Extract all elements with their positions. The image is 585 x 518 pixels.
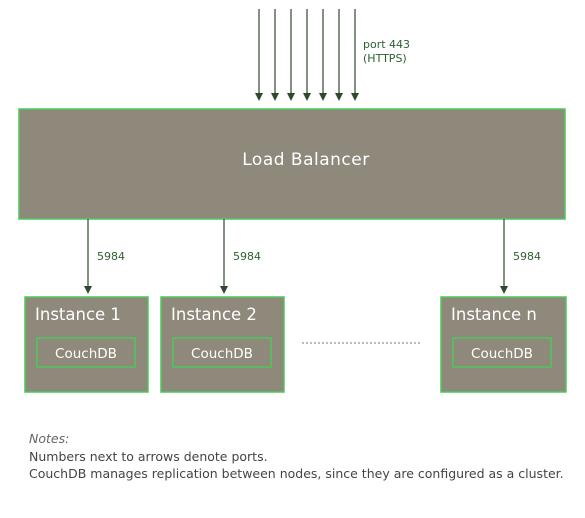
instance-n-label: Instance n [451, 305, 537, 324]
connection-3: 5984 [500, 219, 541, 294]
incoming-port-label: port 443 [363, 38, 410, 51]
instance-1: Instance 1 CouchDB [24, 296, 149, 393]
instance-n-couchdb-box [452, 337, 552, 368]
connection-1: 5984 [84, 219, 125, 294]
instance-2-label: Instance 2 [171, 305, 257, 324]
load-balancer-box [18, 108, 566, 220]
instance-1-label: Instance 1 [35, 305, 121, 324]
instance-n: Instance n CouchDB [440, 296, 567, 393]
connection-port-label-3: 5984 [513, 250, 541, 263]
load-balancer-label: Load Balancer [242, 150, 369, 170]
connection-port-label-1: 5984 [97, 250, 125, 263]
notes-line-2: CouchDB manages replication between node… [29, 466, 564, 481]
connection-2: 5984 [220, 219, 261, 294]
instance-2: Instance 2 CouchDB [160, 296, 285, 393]
incoming-protocol-label: (HTTPS) [363, 52, 407, 65]
instance-1-couchdb-label: CouchDB [55, 346, 117, 362]
notes-section: Notes: Numbers next to arrows denote por… [29, 430, 574, 483]
connection-port-label-2: 5984 [233, 250, 261, 263]
architecture-diagram: port 443 (HTTPS) Load Balancer 5984 5984… [18, 9, 567, 393]
instance-n-couchdb-label: CouchDB [471, 346, 533, 362]
load-balancer: Load Balancer [18, 108, 566, 220]
notes-line-1: Numbers next to arrows denote ports. [29, 448, 268, 464]
instance-2-couchdb-label: CouchDB [191, 346, 253, 362]
instance-1-couchdb-box [36, 337, 136, 368]
instance-2-couchdb-box [172, 337, 272, 368]
notes-title: Notes: [29, 431, 70, 446]
incoming-arrows [255, 9, 359, 101]
